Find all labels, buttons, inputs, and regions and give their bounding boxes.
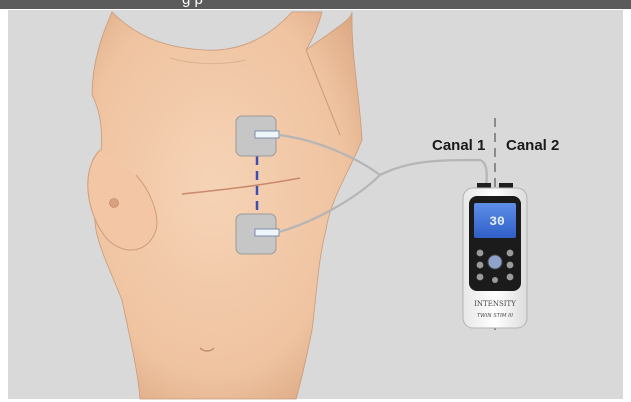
- channel-1-label: Canal 1: [432, 137, 485, 154]
- tens-device: 30 INTENSITY TWIN STIM III: [463, 183, 527, 328]
- device-display-reading: 30: [489, 214, 505, 229]
- torso: [88, 12, 362, 399]
- device-center-button: [488, 255, 502, 269]
- electrode-pad-lower: [236, 214, 279, 254]
- nipple: [110, 199, 119, 208]
- device-brand: INTENSITY: [474, 300, 516, 308]
- device-model: TWIN STIM III: [477, 313, 513, 319]
- channel-2-label: Canal 2: [506, 137, 559, 154]
- electrode-pad-upper: [236, 116, 279, 156]
